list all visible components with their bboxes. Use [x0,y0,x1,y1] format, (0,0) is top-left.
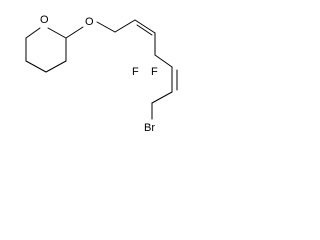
bond-c4-c5 [25,60,47,73]
bond-c3-c4 [45,60,67,73]
ether-oxygen-label: O [85,16,94,28]
bond-ether-o-ch2 [96,21,116,33]
structure-diagram: O O F F Br [25,14,178,134]
bond-c6-ring-o [25,27,41,39]
bond-c2-ether-o [65,26,84,39]
ring-oxygen-label: O [40,14,49,26]
bond-ch-ch2br [151,91,173,104]
bond-cf2-ch [154,54,173,68]
chain-bonds [65,19,178,120]
bond-alkene-1 [134,19,156,34]
fluorine-label-2: F [151,66,158,78]
bond-ch2-ch [114,19,136,33]
fluorine-label-1: F [132,66,139,78]
bond-ring-o-c2 [47,27,67,39]
tetrahydropyran-ring [25,27,67,73]
bond-alkene-1-double [136,24,153,36]
bromine-label: Br [144,122,155,134]
